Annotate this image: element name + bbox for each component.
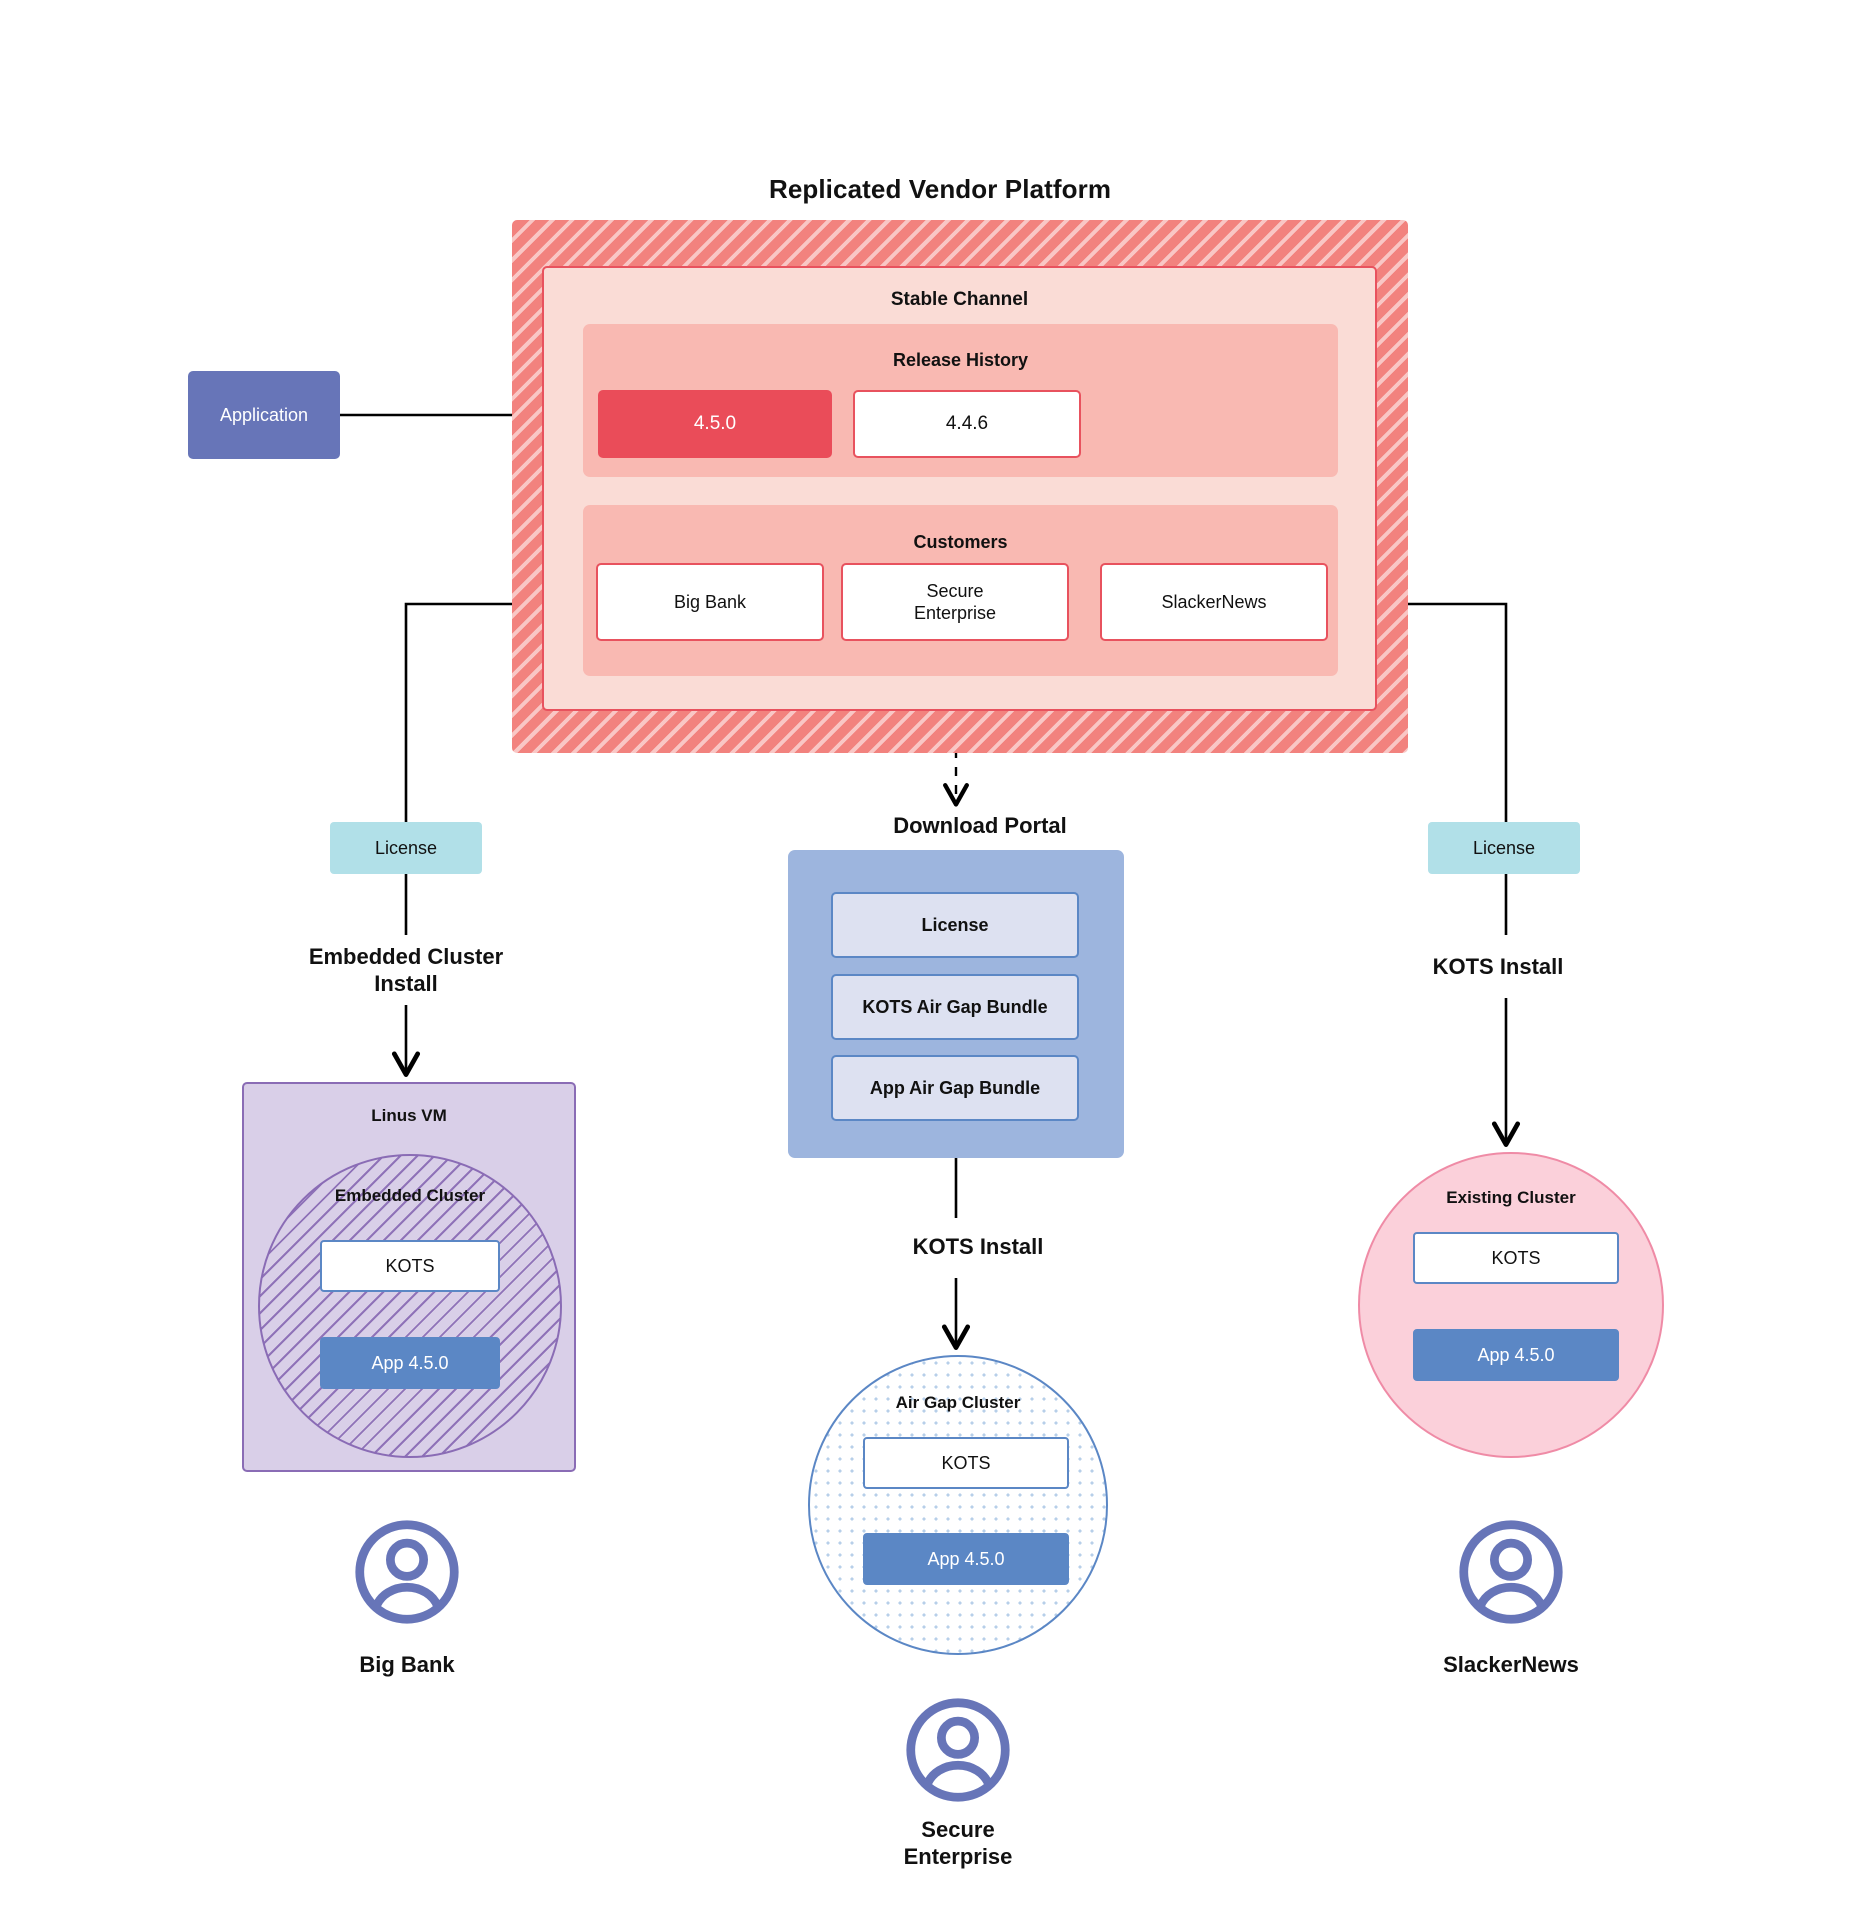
existing-cluster-title: Existing Cluster [1446, 1188, 1576, 1208]
existing-cluster-circle [1358, 1152, 1664, 1458]
stable-channel-title: Stable Channel [890, 289, 1029, 311]
customers-title: Customers [913, 531, 1008, 552]
license-node-left[interactable]: License [330, 822, 482, 874]
release-chip-previous[interactable]: 4.4.6 [853, 390, 1081, 458]
application-node[interactable]: Application [188, 371, 340, 459]
portal-item-license[interactable]: License [831, 892, 1079, 958]
persona-name-secure-enterprise: Secure Enterprise [903, 1816, 1013, 1870]
app-node-left[interactable]: App 4.5.0 [320, 1337, 500, 1389]
app-node-right[interactable]: App 4.5.0 [1413, 1329, 1619, 1381]
persona-icon-slackernews [1455, 1516, 1567, 1628]
embedded-cluster-title: Embedded Cluster [334, 1186, 486, 1206]
persona-name-big-bank: Big Bank [359, 1652, 455, 1678]
kots-node-left[interactable]: KOTS [320, 1240, 500, 1292]
kots-node-right[interactable]: KOTS [1413, 1232, 1619, 1284]
customer-chip-secure-enterprise[interactable]: Secure Enterprise [841, 563, 1069, 641]
release-history-title: Release History [892, 349, 1029, 370]
app-node-center[interactable]: App 4.5.0 [863, 1533, 1069, 1585]
customer-chip-big-bank[interactable]: Big Bank [596, 563, 824, 641]
persona-icon-big-bank [351, 1516, 463, 1628]
portal-item-kots-air-gap-bundle[interactable]: KOTS Air Gap Bundle [831, 974, 1079, 1040]
linus-vm-title: Linus VM [371, 1106, 447, 1126]
kots-node-center[interactable]: KOTS [863, 1437, 1069, 1489]
download-portal-title: Download Portal [893, 813, 1067, 839]
air-gap-cluster-title: Air Gap Cluster [895, 1393, 1021, 1413]
portal-item-app-air-gap-bundle[interactable]: App Air Gap Bundle [831, 1055, 1079, 1121]
license-node-right[interactable]: License [1428, 822, 1580, 874]
install-label-embedded-cluster: Embedded Cluster Install [308, 943, 504, 997]
page-title: Replicated Vendor Platform [768, 173, 1112, 204]
install-label-kots-right: KOTS Install [1432, 954, 1564, 980]
persona-icon-secure-enterprise [902, 1694, 1014, 1806]
customer-chip-slackernews[interactable]: SlackerNews [1100, 563, 1328, 641]
persona-name-slackernews: SlackerNews [1443, 1652, 1579, 1678]
embedded-cluster-circle [258, 1154, 562, 1458]
air-gap-cluster-circle [808, 1355, 1108, 1655]
install-label-kots-center: KOTS Install [912, 1234, 1044, 1260]
release-chip-current[interactable]: 4.5.0 [598, 390, 832, 458]
